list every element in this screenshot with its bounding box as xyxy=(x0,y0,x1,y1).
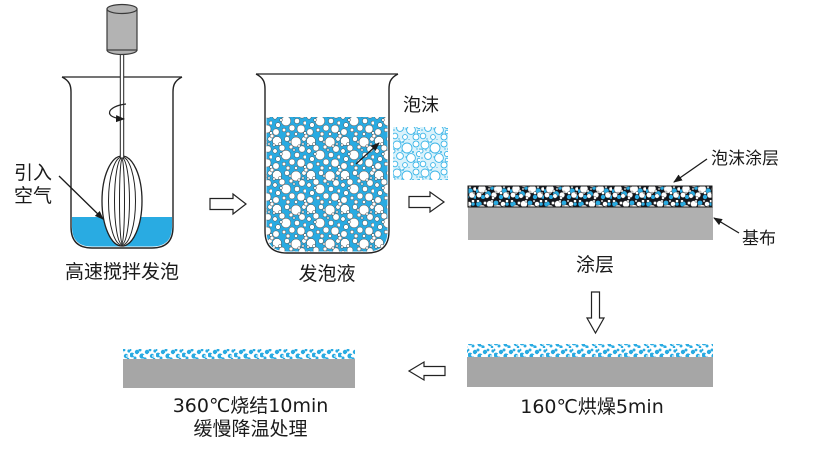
foam-sample-swatch xyxy=(393,127,448,180)
flow-arrow-right-icon xyxy=(209,192,247,216)
air-inlet-label-line2: 空气 xyxy=(14,185,53,207)
foam-sample-arrow xyxy=(355,142,380,165)
foam-fill xyxy=(266,117,388,252)
dried-foam-layer xyxy=(467,344,713,357)
flow-arrow-down-icon xyxy=(585,291,606,335)
flow-arrow-left-icon xyxy=(407,360,446,382)
annotation-arrow-base-fabric xyxy=(713,217,740,234)
flow-arrow-right-icon xyxy=(408,190,446,214)
foam-sample-label: 泡沫 xyxy=(403,95,439,116)
sintering-caption-line1: 360℃烧结10min xyxy=(172,395,329,417)
air-inlet-label: 引入 空气 xyxy=(14,162,52,208)
stirrer-shaft xyxy=(119,52,125,159)
base-fabric-layer xyxy=(468,207,713,240)
rotation-arrow-icon xyxy=(109,103,127,123)
coated-fabric xyxy=(467,185,713,240)
base-fabric-label: 基布 xyxy=(742,229,776,249)
air-inlet-arrow xyxy=(58,175,104,220)
sintered-foam-layer xyxy=(123,349,355,359)
foam-coating-label: 泡沫涂层 xyxy=(711,149,779,169)
air-inlet-label-line1: 引入 xyxy=(14,162,53,184)
drying-caption: 160℃烘燥5min xyxy=(520,396,664,418)
foam-coating-layer xyxy=(467,185,713,208)
stirrer-whisk xyxy=(101,155,143,247)
base-fabric-layer xyxy=(467,357,713,387)
sintering-caption: 360℃烧结10min 缓慢降温处理 xyxy=(143,395,358,441)
dried-coating xyxy=(467,344,713,387)
coating-caption: 涂层 xyxy=(575,254,614,276)
foam-liquid-caption: 发泡液 xyxy=(298,263,356,285)
sintering-caption-line2: 缓慢降温处理 xyxy=(193,418,308,440)
sintered-coating xyxy=(123,349,355,388)
annotation-arrow-foam-coating xyxy=(673,158,708,183)
base-fabric-layer xyxy=(123,359,355,388)
motor xyxy=(106,3,138,56)
foam-beaker xyxy=(255,73,399,254)
stirring-caption: 高速搅拌发泡 xyxy=(64,261,179,283)
